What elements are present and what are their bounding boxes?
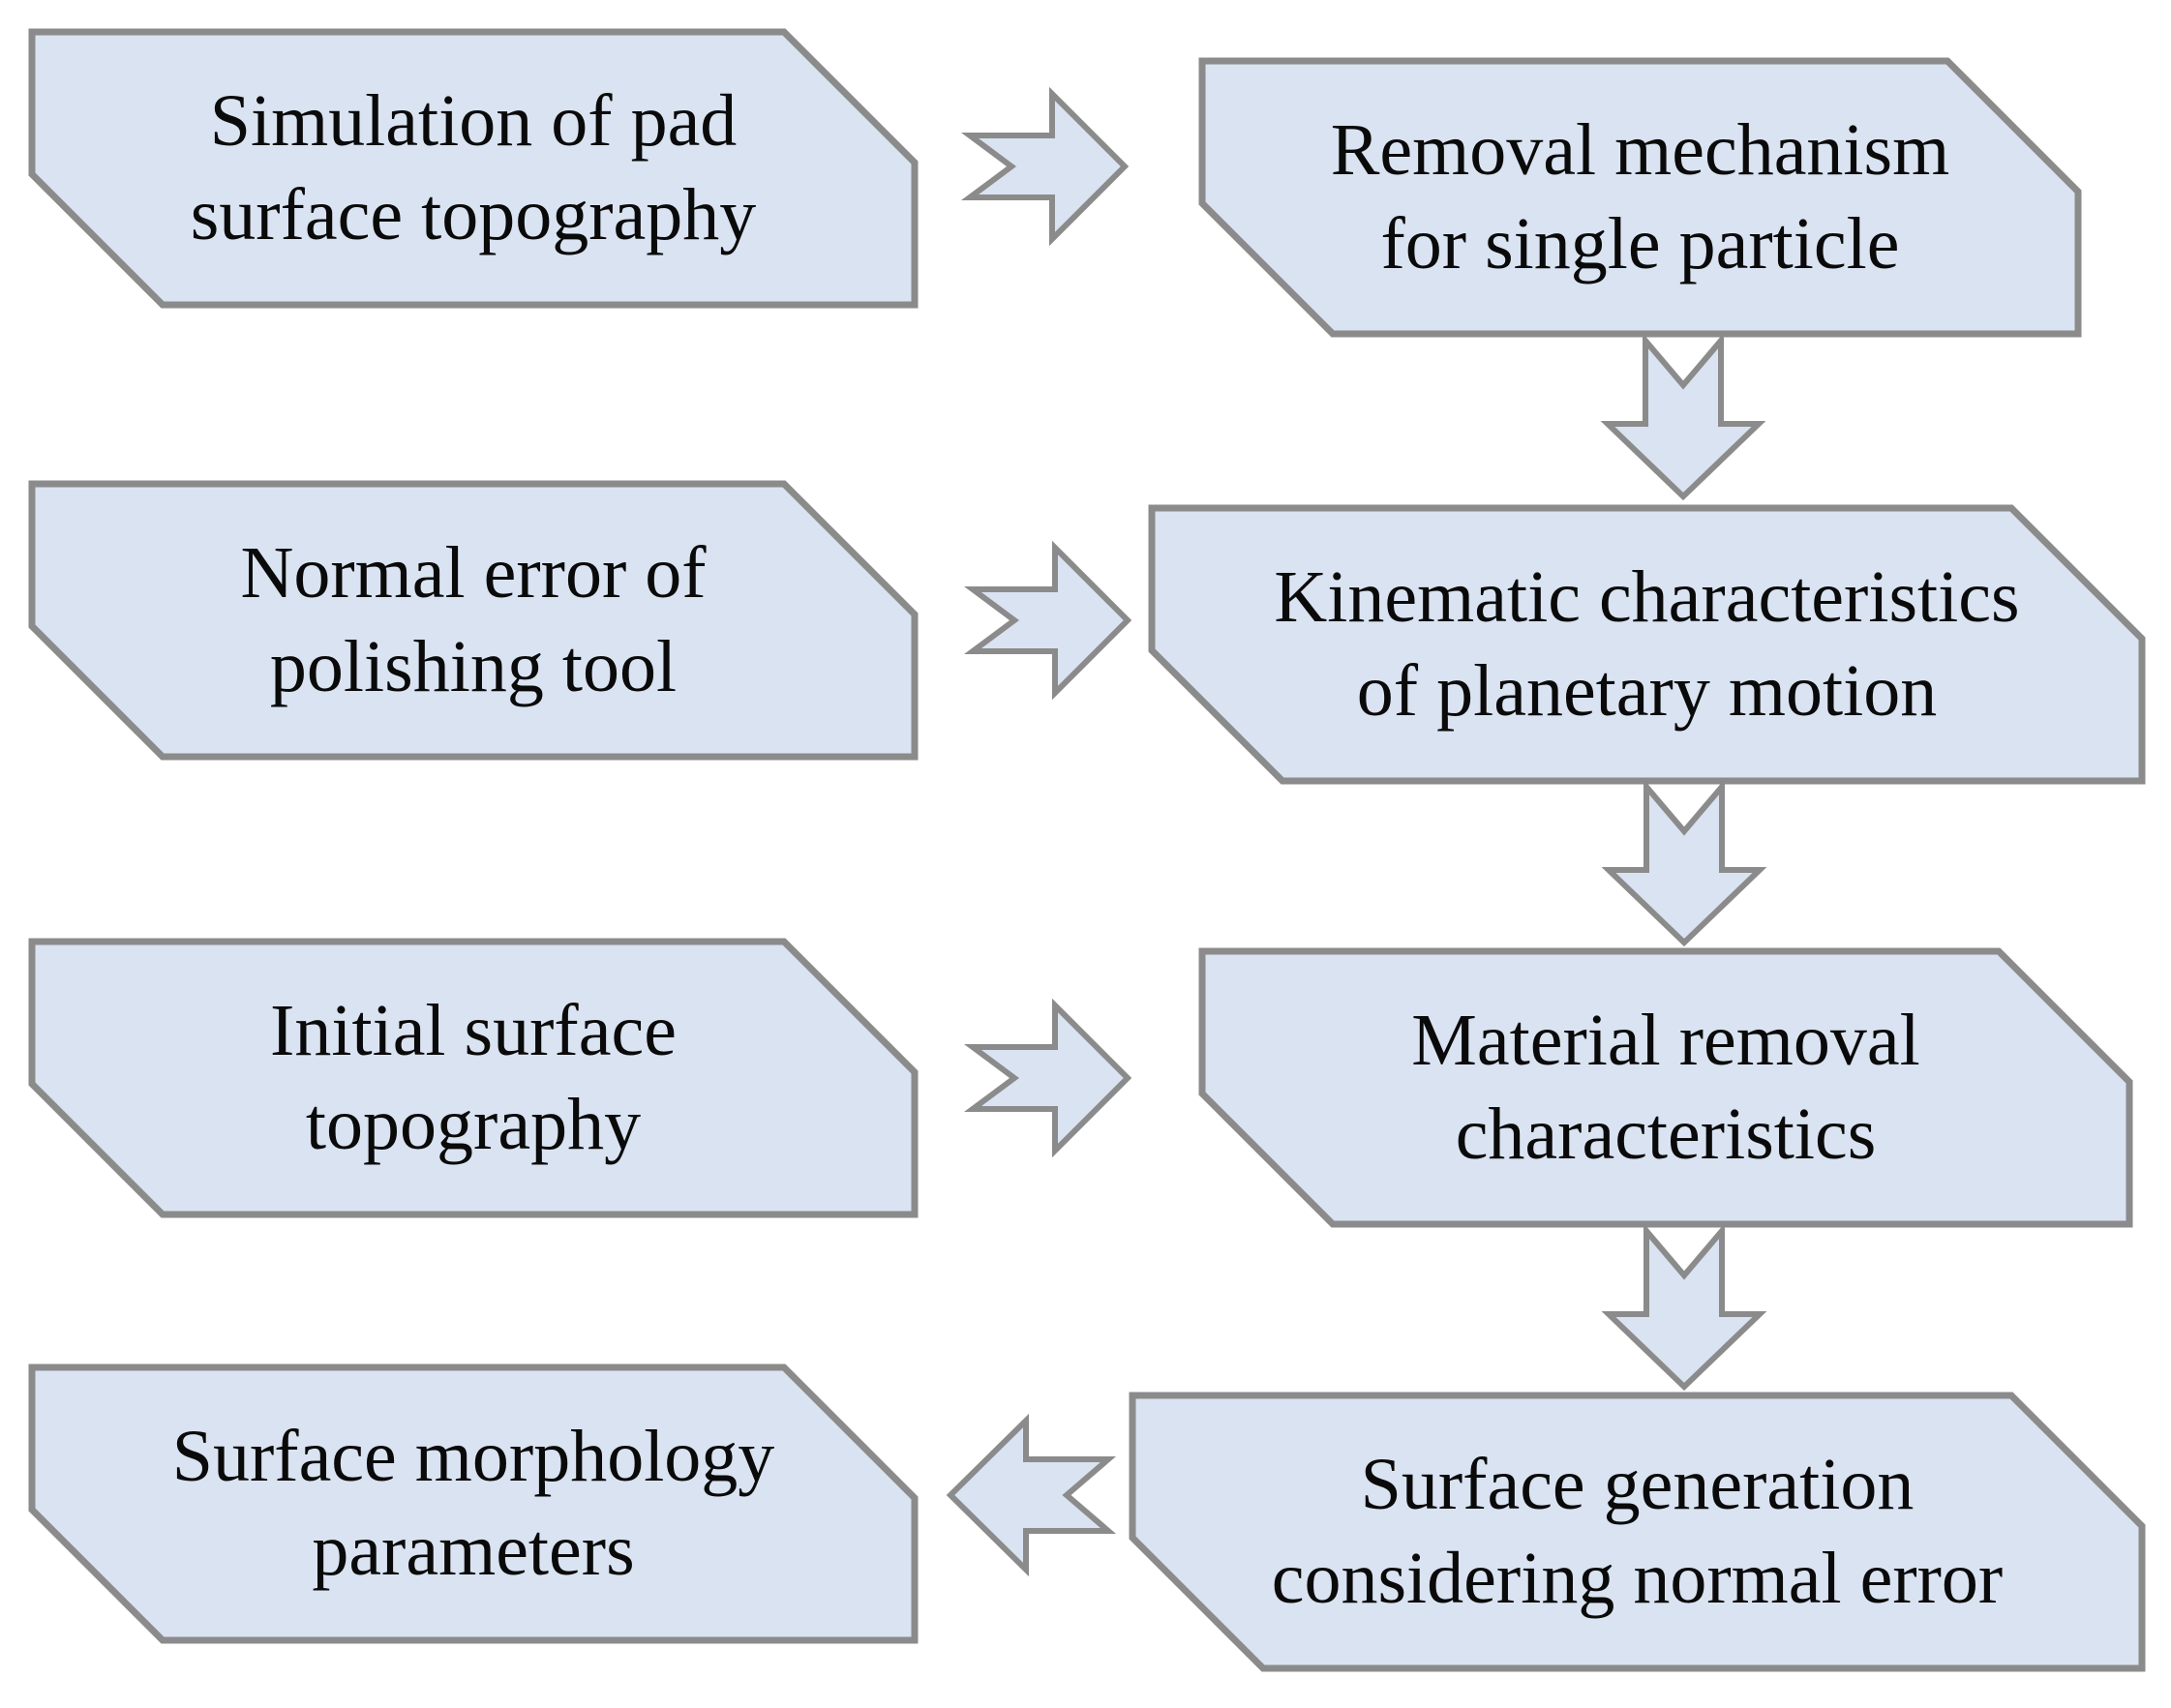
down-arrow-icon bbox=[1601, 778, 1767, 947]
node-shape-normal-error-polishing-tool bbox=[28, 480, 919, 761]
arrow-kinematic-to-material-removal bbox=[1601, 778, 1767, 947]
left-arrow-icon bbox=[946, 1413, 1117, 1577]
node-shape-kinematic-characteristics-planetary-motion bbox=[1148, 504, 2146, 785]
down-arrow-icon bbox=[1600, 332, 1766, 501]
arrow-surface-generation-to-morphology bbox=[946, 1413, 1117, 1577]
arrow-removal-mechanism-to-kinematic bbox=[1600, 332, 1766, 501]
arrow-material-removal-to-surface-generation bbox=[1601, 1222, 1767, 1392]
node-shape-simulation-pad-topography bbox=[28, 28, 919, 309]
node-shape-initial-surface-topography bbox=[28, 938, 919, 1218]
arrow-initial-surface-to-material-removal bbox=[963, 998, 1132, 1158]
right-arrow-icon bbox=[963, 998, 1132, 1158]
node-shape-surface-generation-considering-normal-error bbox=[1129, 1392, 2146, 1672]
node-shape-material-removal-characteristics bbox=[1198, 947, 2133, 1228]
arrow-normal-error-to-kinematic bbox=[963, 540, 1132, 701]
node-shape-removal-mechanism-single-particle bbox=[1198, 57, 2082, 338]
arrow-simulation-to-removal-mechanism bbox=[960, 86, 1130, 247]
node-shape-surface-morphology-parameters bbox=[28, 1363, 919, 1644]
right-arrow-icon bbox=[960, 86, 1130, 247]
right-arrow-icon bbox=[963, 540, 1132, 701]
down-arrow-icon bbox=[1601, 1222, 1767, 1392]
